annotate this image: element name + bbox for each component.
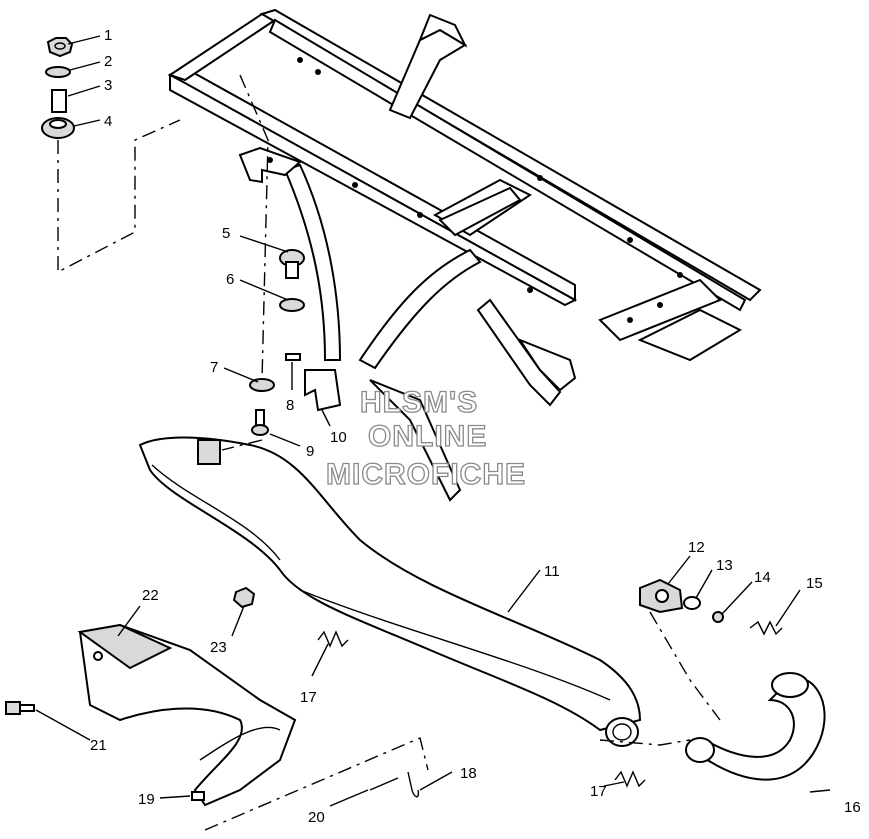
callout-18: 18 [460,765,477,782]
callout-7: 7 [210,359,218,376]
callout-17a: 17 [300,689,317,706]
heat-shield [77,623,297,807]
watermark-line-2: ONLINE [368,420,487,453]
callout-8: 8 [286,397,294,414]
callout-21: 21 [90,737,107,754]
callout-9: 9 [306,443,314,460]
callout-19: 19 [138,791,155,808]
callout-16: 16 [844,799,861,816]
callout-11: 11 [544,563,560,580]
muffler-assembly [138,436,642,747]
callout-1: 1 [104,27,112,44]
callout-20: 20 [308,809,325,826]
watermark-line-1: HLSM'S [360,386,478,419]
callout-labels: 1 2 3 4 5 6 7 8 9 10 11 12 13 14 15 16 1… [90,27,861,826]
hardware-parts [5,37,783,801]
callout-5: 5 [222,225,230,242]
callout-23: 23 [210,639,227,656]
callout-2: 2 [104,53,112,70]
callout-10: 10 [330,429,347,446]
callout-22: 22 [142,587,159,604]
watermark-line-3: MICROFICHE [326,458,526,491]
frame-assembly [167,8,762,502]
callout-17b: 17 [590,783,607,800]
watermark: HLSM'S ONLINE MICROFICHE [325,385,526,491]
callout-13: 13 [716,557,733,574]
callout-14: 14 [754,569,771,586]
header-pipe [685,672,826,781]
callout-15: 15 [806,575,823,592]
leader-lines [35,35,831,831]
callout-3: 3 [104,77,112,94]
callout-6: 6 [226,271,234,288]
callout-12: 12 [688,539,705,556]
callout-4: 4 [104,113,112,130]
